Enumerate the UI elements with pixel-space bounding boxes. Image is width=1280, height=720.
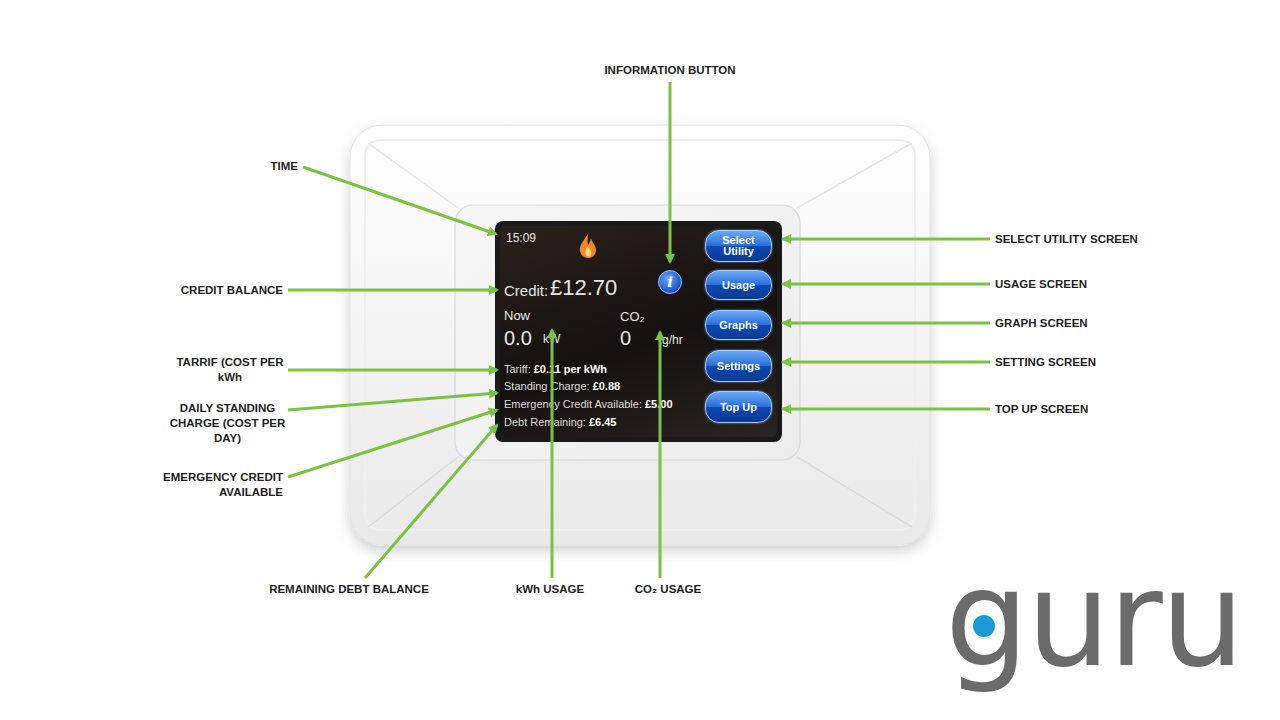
- leader-line: [303, 167, 496, 234]
- callout-label: REMAINING DEBT BALANCE: [249, 582, 449, 597]
- callout-label: INFORMATION BUTTON: [570, 63, 770, 78]
- info-row: Debt Remaining:£6.45: [504, 416, 616, 428]
- menu-button: Settings: [705, 350, 772, 382]
- field-value: £0.11 per kWh: [534, 363, 607, 375]
- field-value: £5.00: [645, 398, 673, 410]
- screen-text: Now: [504, 308, 530, 323]
- leader-line: [288, 289, 497, 292]
- bevel-edge: [797, 143, 912, 208]
- menu-button: Select Utility: [705, 230, 772, 262]
- callout-label: TARRIF (COST PER kWh: [175, 355, 285, 385]
- callout-label: CO₂ USAGE: [568, 582, 768, 597]
- menu-button: Top Up: [705, 391, 772, 423]
- leader-line: [365, 425, 497, 578]
- field-label: Debt Remaining:: [504, 416, 586, 428]
- field-label: Standing Charge:: [504, 380, 590, 392]
- callout-label: USAGE SCREEN: [995, 277, 1195, 292]
- flame-icon: [580, 234, 596, 258]
- leader-line: [783, 361, 990, 364]
- device-bevel: [365, 140, 915, 530]
- callout-label: kWh USAGE: [450, 582, 650, 597]
- field-value: £6.45: [589, 416, 617, 428]
- leader-line: [783, 238, 990, 241]
- info-row: Standing Charge:£0.88: [504, 380, 620, 392]
- leader-line: [783, 283, 990, 286]
- bevel-edge: [368, 143, 458, 208]
- field-value: £0.88: [593, 380, 621, 392]
- button-label: Graphs: [719, 320, 758, 331]
- display-screen: Tariff:£0.11 per kWhStanding Charge:£0.8…: [500, 226, 777, 437]
- callout-label: SELECT UTILITY SCREEN: [995, 232, 1195, 247]
- button-label: i: [667, 273, 673, 291]
- leader-line: [659, 332, 662, 578]
- device-face: [455, 205, 800, 460]
- callout-label: CREDIT BALANCE: [150, 283, 283, 298]
- field-label: Emergency Credit Available:: [504, 398, 642, 410]
- info-row: Emergency Credit Available:£5.00: [504, 398, 673, 410]
- screen-text: g/hr: [662, 333, 683, 347]
- button-label: Top Up: [720, 402, 757, 413]
- menu-button: Graphs: [705, 310, 772, 340]
- leader-line: [551, 330, 554, 578]
- screen-text: CO₂: [620, 309, 645, 324]
- button-label: Usage: [722, 280, 755, 291]
- leader-line: [783, 408, 990, 411]
- callout-label: TOP UP SCREEN: [995, 402, 1195, 417]
- brand-logo: guru: [945, 553, 1242, 685]
- bevel-edge: [797, 457, 912, 527]
- button-label: Select Utility: [717, 235, 761, 257]
- menu-button: Usage: [705, 270, 772, 300]
- callout-label: GRAPH SCREEN: [995, 316, 1195, 331]
- button-label: Settings: [717, 361, 760, 372]
- screen-text: 0.0: [504, 327, 532, 350]
- screen-text: Credit:: [504, 282, 548, 299]
- leader-line: [288, 410, 497, 477]
- callout-label: EMERGENCY CREDIT AVAILABLE: [150, 470, 283, 500]
- screen-text: kW: [543, 332, 560, 346]
- bevel-edge: [368, 457, 458, 527]
- leader-line: [669, 82, 672, 262]
- leader-line: [288, 393, 497, 410]
- field-label: Tariff:: [504, 363, 531, 375]
- leader-line: [783, 322, 990, 325]
- screen-text: 0: [620, 327, 631, 350]
- logo-dot: [973, 615, 995, 637]
- screen-frame: [495, 221, 782, 442]
- callout-label: DAILY STANDING CHARGE (COST PER DAY): [165, 401, 290, 446]
- callout-label: SETTING SCREEN: [995, 355, 1195, 370]
- info-button: i: [658, 270, 682, 294]
- device-body: [350, 125, 930, 545]
- screen-text: 15:09: [506, 231, 536, 245]
- leader-line: [288, 369, 497, 372]
- info-row: Tariff:£0.11 per kWh: [504, 363, 607, 375]
- screen-text: £12.70: [550, 275, 617, 301]
- callout-label: TIME: [200, 159, 298, 174]
